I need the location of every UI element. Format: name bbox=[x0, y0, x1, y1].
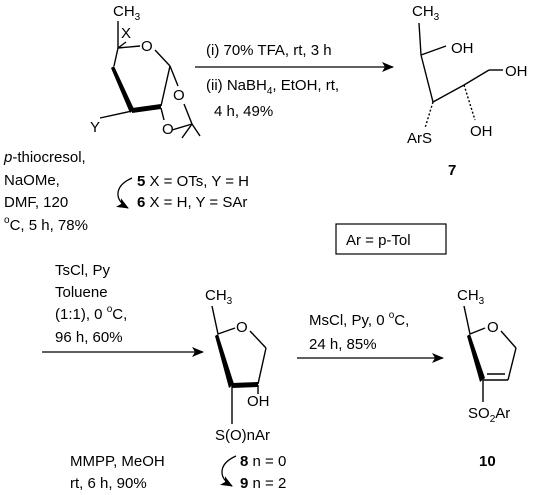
sm-gem-methyl-2 bbox=[181, 123, 193, 139]
starting-material-structure: CH3 X O Y O O bbox=[90, 3, 201, 139]
reaction-3-line-1: TsCl, Py bbox=[55, 262, 111, 279]
c7-ars-label: ArS bbox=[407, 130, 432, 147]
sm-methyl-label: CH3 bbox=[113, 3, 141, 23]
int-c4-o-bond bbox=[217, 327, 236, 335]
sm-c5-c4-bond bbox=[113, 47, 119, 67]
reaction-2-line-2: NaOMe, bbox=[4, 172, 60, 189]
reaction-5-line-1: MMPP, MeOH bbox=[70, 453, 165, 470]
int-o-c1-bond bbox=[249, 330, 267, 349]
reaction-2-line-4: oC, 5 h, 78% bbox=[4, 215, 88, 234]
reaction-1-condition-2: (ii) NaBH4, EtOH, rt, bbox=[206, 77, 339, 97]
c7-oh-1-label: OH bbox=[451, 40, 474, 57]
reaction-3-line-4: 96 h, 60% bbox=[55, 329, 123, 346]
c7-methyl-bond bbox=[418, 22, 422, 56]
reaction-1-condition-3: 4 h, 49% bbox=[214, 103, 273, 120]
sm-ring-oxygen-label: O bbox=[141, 38, 153, 55]
compound-5-label: 5 X = OTs, Y = H bbox=[137, 173, 249, 190]
c7-oh-2-label: OH bbox=[505, 63, 528, 80]
sm-acetonide-o1-label: O bbox=[173, 87, 185, 104]
sm-x-bond bbox=[117, 41, 127, 49]
ar-definition-box bbox=[335, 223, 447, 255]
int-methyl-label: CH3 bbox=[205, 287, 233, 307]
int-oh-label: OH bbox=[247, 393, 270, 410]
sm-c5-o-bond bbox=[117, 45, 141, 49]
int-substituent-label: S(O)nAr bbox=[215, 427, 270, 444]
compound-10-number: 10 bbox=[479, 453, 496, 470]
reaction-4-line-2: 24 h, 85% bbox=[309, 336, 377, 353]
c10-o-ch2-bond bbox=[500, 330, 517, 349]
c7-c-oh-bond bbox=[420, 45, 447, 56]
sm-c4-c3-wedge bbox=[111, 66, 134, 113]
sm-acetonide-o2-label: O bbox=[162, 121, 174, 138]
c7-c4-c3-bond bbox=[420, 54, 434, 103]
int-ring-oxygen-label: O bbox=[236, 319, 248, 336]
int-c4-c3-wedge bbox=[215, 334, 234, 388]
compound-7-number: 7 bbox=[448, 162, 456, 179]
reaction-2-line-3: DMF, 120 bbox=[4, 194, 68, 211]
c7-c2-oh-hash bbox=[463, 84, 476, 121]
ar-definition-text: Ar = p-Tol bbox=[346, 232, 411, 249]
c7-methyl-label: CH3 bbox=[412, 3, 440, 23]
compound-8-label: 8 n = 0 bbox=[240, 453, 286, 470]
c10-methyl-label: CH3 bbox=[457, 287, 485, 307]
reaction-5-curved-arrow bbox=[219, 455, 237, 487]
compound-10-structure: CH3 O SO2Ar 10 bbox=[457, 287, 517, 470]
reaction-2-line-1: p-thiocresol, bbox=[3, 149, 86, 166]
reaction-1-condition-1: (i) 70% TFA, rt, 3 h bbox=[206, 42, 332, 59]
sm-o-cme2-bond bbox=[183, 103, 193, 125]
sm-c2-o-bond bbox=[160, 107, 165, 121]
c10-ch2-ch-bond bbox=[507, 347, 517, 381]
sm-c3-c2-bold bbox=[132, 104, 161, 113]
reaction-3-line-3: (1:1), 0 oC, bbox=[55, 304, 127, 323]
reaction-2-curved-arrow bbox=[115, 177, 133, 209]
c10-ring-oxygen-label: O bbox=[487, 319, 499, 336]
int-c3-c2-bold bbox=[232, 382, 258, 388]
sm-c2-c1-bond bbox=[160, 65, 171, 107]
c7-c3-s-hash bbox=[424, 101, 434, 129]
sm-o2-cme2-bond bbox=[171, 123, 193, 131]
sm-x-label: X bbox=[121, 25, 131, 42]
sm-y-bond bbox=[99, 110, 133, 119]
compound-6-label: 6 X = H, Y = SAr bbox=[137, 194, 247, 211]
c7-c3-c2-bond bbox=[432, 84, 465, 103]
c10-substituent-label: SO2Ar bbox=[468, 405, 510, 425]
c7-c2-c1-bond bbox=[463, 69, 490, 86]
sm-c1-o-bond bbox=[169, 65, 179, 87]
sm-o-c1-bond bbox=[154, 49, 171, 67]
sm-y-label: Y bbox=[90, 119, 100, 136]
int-methyl-bond bbox=[211, 305, 219, 335]
c10-methyl-bond bbox=[463, 305, 471, 335]
reaction-5-line-2: rt, 6 h, 90% bbox=[70, 475, 147, 492]
c7-oh-3-label: OH bbox=[470, 123, 493, 140]
sm-gem-methyl-1 bbox=[191, 123, 201, 137]
compound-7-structure: CH3 OH OH OH ArS 7 bbox=[407, 3, 528, 179]
reaction-4-line-1: MsCl, Py, 0 oC, bbox=[309, 310, 409, 329]
c10-c-c-wedge bbox=[467, 334, 485, 382]
reaction-3-line-2: Toluene bbox=[55, 284, 108, 301]
compound-9-label: 9 n = 2 bbox=[240, 475, 286, 492]
c10-c-o-bond bbox=[469, 327, 486, 335]
intermediate-structure: CH3 O OH S(O)nAr bbox=[205, 287, 270, 444]
int-c1-c2-bond bbox=[257, 347, 267, 385]
